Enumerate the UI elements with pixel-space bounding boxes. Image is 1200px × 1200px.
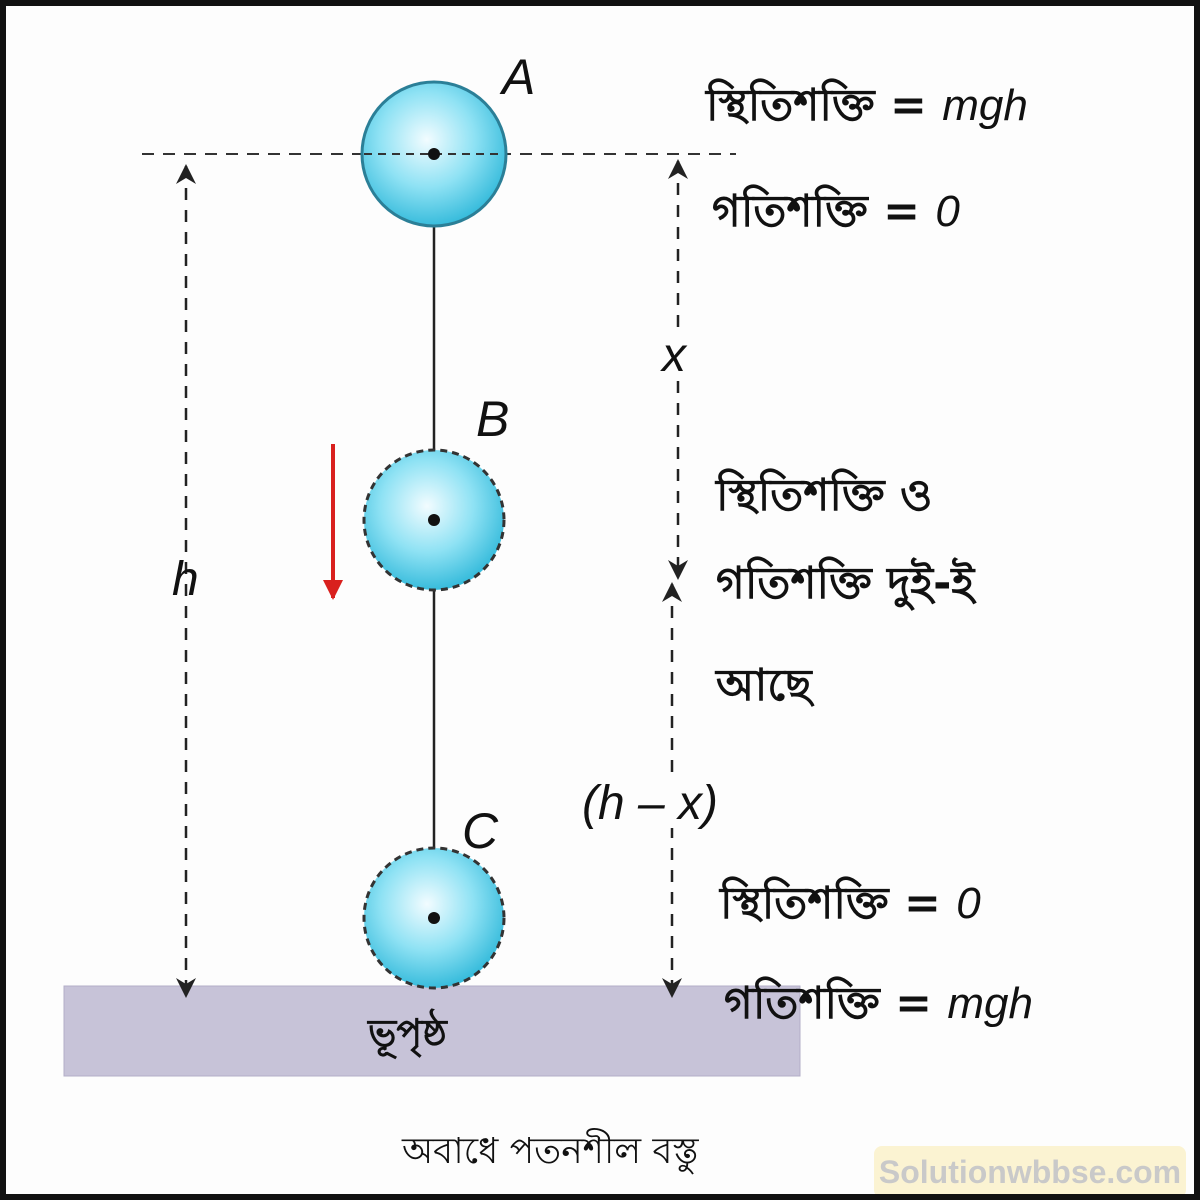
label-x: x [662,329,686,382]
state-a-ke-label: গতিশক্তি = [712,186,920,237]
ground-slab [63,985,801,1077]
state-a-pe-value: mgh [942,81,1028,130]
state-b-line-2: গতিশক্তি দুই-ই [716,558,975,609]
label-h: h [172,553,199,606]
ball-b-center-dot [428,514,440,526]
state-a-potential-energy: স্থিতিশক্তি = mgh [706,84,1028,128]
label-a: A [502,49,536,105]
state-a-ke-value: 0 [935,187,960,236]
state-c-pe-label: স্থিতিশক্তি = [720,878,941,929]
diagram-canvas [63,80,801,1077]
label-h-minus-x: (h – x) [582,777,719,830]
ground-label: ভূপৃষ্ঠ [368,1011,447,1055]
state-c-kinetic-energy: গতিশক্তি = mgh [724,982,1033,1026]
state-b-line-1: স্থিতিশক্তি ও [716,470,933,521]
state-b-line-3: আছে [716,660,812,711]
state-c-potential-energy: স্থিতিশক্তি = 0 [720,882,981,926]
state-a-pe-label: স্থিতিশক্তি = [706,80,927,131]
state-c-pe-value: 0 [956,879,981,928]
label-c: C [462,803,499,859]
state-a-kinetic-energy: গতিশক্তি = 0 [712,190,960,234]
ball-c-center-dot [428,912,440,924]
ball-a-center-dot [428,148,440,160]
figure-caption: অবাধে পতনশীল বস্তু [402,1131,699,1172]
state-c-ke-label: গতিশক্তি = [724,978,932,1029]
label-b: B [476,391,510,447]
watermark-badge: Solutionwbbse.com [874,1146,1186,1194]
state-c-ke-value: mgh [947,979,1033,1028]
